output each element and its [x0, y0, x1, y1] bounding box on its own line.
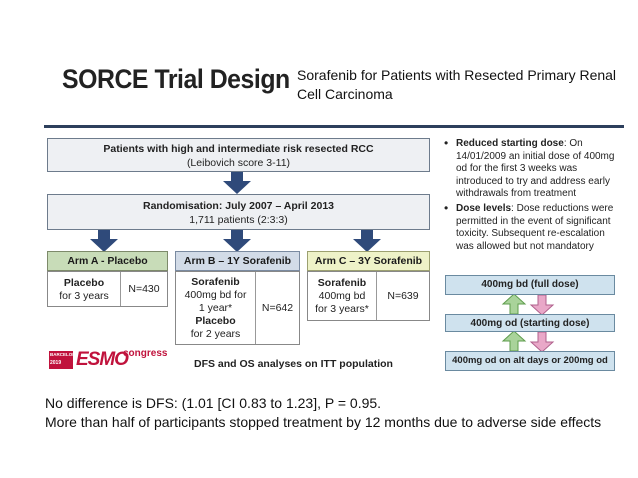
dose-notes: Reduced starting dose: On 14/01/2009 an … — [442, 137, 622, 255]
arm-a-n: N=430 — [128, 282, 160, 295]
arrow-down-icon — [223, 230, 251, 252]
arm-a-duration: for 3 years — [59, 289, 109, 302]
arm-b-dose: 400mg bd for — [184, 288, 247, 301]
itt-note: DFS and OS analyses on ITT population — [194, 358, 393, 370]
arm-b-n: N=642 — [261, 301, 294, 314]
arm-c-duration: for 3 years* — [315, 302, 369, 315]
arrow-down-icon — [353, 230, 381, 252]
randomisation-line2: 1,711 patients (2:3:3) — [189, 214, 288, 226]
logo-brand: ESMO — [76, 349, 129, 370]
arrow-down-icon — [529, 294, 555, 316]
bullet-reduced-dose-head: Reduced starting dose — [456, 138, 564, 149]
logo-suffix: congress — [123, 348, 168, 359]
esmo-congress-logo: BARCELONA 2019 ESMO congress — [49, 348, 169, 374]
arm-c-body: Sorafenib 400mg bd for 3 years* N=639 — [307, 271, 430, 321]
conclusion-line1: No difference is DFS: (1.01 [CI 0.83 to … — [45, 395, 382, 411]
arm-b-drug: Sorafenib — [191, 275, 240, 288]
population-line2: (Leibovich score 3-11) — [186, 157, 291, 169]
randomisation-line1: Randomisation: July 2007 – April 2013 — [142, 200, 334, 212]
bullet-dose-levels-body: : Dose reductions were permitted in the … — [456, 202, 614, 252]
arrow-up-icon — [501, 293, 527, 315]
bullet-dose-levels: Dose levels: Dose reductions were permit… — [442, 202, 622, 253]
arm-a-header: Arm A - Placebo — [47, 251, 168, 271]
conclusion-line2: More than half of participants stopped t… — [45, 414, 602, 430]
logo-city: BARCELONA — [50, 352, 79, 357]
bullet-reduced-dose: Reduced starting dose: On 14/01/2009 an … — [442, 137, 622, 201]
arm-b-header: Arm B – 1Y Sorafenib — [175, 251, 300, 271]
dose-full: 400mg bd (full dose) — [445, 275, 615, 295]
conclusion-text: No difference is DFS: (1.01 [CI 0.83 to … — [45, 394, 625, 432]
arm-b-duration: 1 year* — [198, 301, 233, 314]
arrow-down-icon — [223, 172, 251, 194]
randomisation-box: Randomisation: July 2007 – April 2013 1,… — [47, 194, 430, 230]
slide-subtitle: Sorafenib for Patients with Resected Pri… — [297, 67, 617, 102]
arrow-down-icon — [90, 230, 118, 252]
dose-low: 400mg od on alt days or 200mg od — [445, 351, 615, 371]
logo-year: 2019 — [50, 360, 62, 366]
slide-title: SORCE Trial Design — [62, 64, 290, 94]
arrow-up-icon — [501, 330, 527, 352]
arm-a-drug: Placebo — [63, 276, 105, 289]
arm-b-placebo-duration: for 2 years — [190, 327, 241, 340]
population-line1: Patients with high and intermediate risk… — [103, 143, 374, 155]
bullet-dose-levels-head: Dose levels — [456, 202, 512, 214]
arm-b-placebo: Placebo — [195, 314, 236, 327]
arrow-down-icon — [529, 331, 555, 353]
dose-starting: 400mg od (starting dose) — [445, 314, 615, 332]
arm-b-body: Sorafenib 400mg bd for 1 year* Placebo f… — [175, 271, 300, 345]
arm-a-body: Placebo for 3 years N=430 — [47, 271, 168, 307]
arm-c-drug: Sorafenib — [317, 276, 367, 289]
arm-c-header: Arm C – 3Y Sorafenib — [307, 251, 430, 271]
population-box: Patients with high and intermediate risk… — [47, 138, 430, 172]
title-divider — [44, 125, 624, 128]
bullet-reduced-dose-body: : On 14/01/2009 an initial dose of 400mg… — [456, 138, 615, 200]
arm-c-n: N=639 — [387, 289, 419, 302]
arm-c-dose: 400mg bd — [318, 289, 366, 302]
